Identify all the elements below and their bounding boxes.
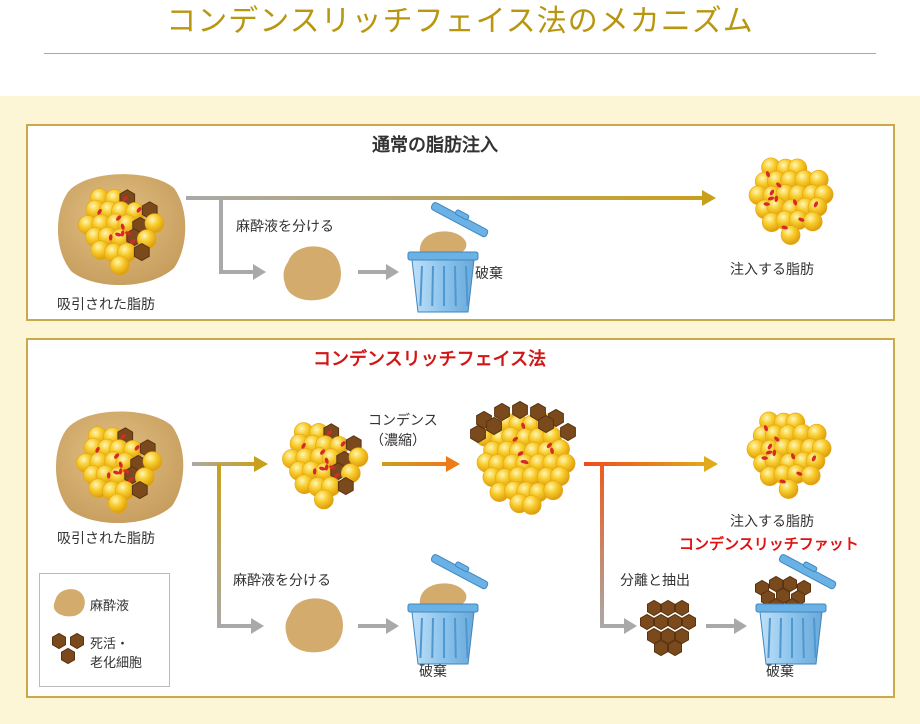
fat-cluster-bottom [76, 426, 163, 514]
flow-arrow-to-injected [584, 456, 718, 472]
title-divider [44, 53, 876, 54]
condense-arrow [382, 456, 460, 472]
fat-cluster-condensed [470, 400, 576, 515]
injected-fat-label-bottom: 注入する脂肪 [730, 514, 814, 530]
aspirated-fat-blob-bottom [55, 411, 184, 524]
branch-arrow-bottom-left [217, 464, 264, 634]
trash-bin-bottom-right [755, 554, 837, 665]
legend-anesthetic-label: 麻酔液 [90, 599, 130, 614]
branch-arrow-top [219, 198, 266, 280]
fat-cluster-injected-top [748, 157, 834, 245]
flow-arrow-main-top [186, 190, 716, 206]
trash-bin-top [407, 202, 489, 313]
discard-label-top: 破棄 [475, 266, 503, 282]
discard-arrow-bottom-right [706, 618, 747, 634]
page-title: コンデンスリッチフェイス法のメカニズム [166, 4, 754, 39]
legend-box [39, 573, 170, 687]
dead-cells-group [640, 599, 696, 657]
separate-extract-label: 分離と抽出 [620, 573, 690, 589]
anesthetic-blob-bottom [285, 598, 343, 653]
injected-fat-label-top: 注入する脂肪 [730, 262, 814, 278]
normal-injection-heading: 通常の脂肪注入 [372, 135, 498, 156]
separate-anesthetic-label-bottom: 麻酔液を分ける [233, 573, 331, 589]
fat-cluster-injected-bottom [746, 411, 832, 499]
condense-rich-fat-label: コンデンスリッチファット [679, 535, 859, 553]
condense-paren-label: （濃縮） [370, 433, 426, 449]
legend-dead-cells-label-1: 死活・ [90, 637, 130, 652]
trash-bin-bottom-left [407, 554, 489, 665]
legend-dead-cells-icon [52, 632, 84, 665]
aspirated-fat-label-bottom: 吸引された脂肪 [57, 531, 155, 547]
discard-arrow-top [358, 264, 399, 280]
aspirated-fat-label-top: 吸引された脂肪 [57, 297, 155, 313]
legend-anesthetic-icon [53, 589, 85, 617]
fat-cluster-top [78, 188, 165, 276]
discard-arrow-bottom-left [358, 618, 399, 634]
aspirated-fat-blob-top [57, 174, 186, 286]
legend-dead-cells-label-2: 老化細胞 [90, 656, 143, 671]
anesthetic-blob-top [283, 246, 341, 301]
discard-label-bottom-right: 破棄 [766, 664, 794, 680]
flow-arrow-to-mid [192, 456, 268, 472]
separate-anesthetic-label-top: 麻酔液を分ける [236, 219, 334, 235]
condense-rich-heading: コンデンスリッチフェイス法 [313, 349, 547, 370]
discard-label-bottom-left: 破棄 [419, 664, 447, 680]
branch-arrow-bottom-right [600, 464, 637, 634]
condense-label: コンデンス [368, 413, 438, 429]
fat-cluster-mid [282, 422, 369, 510]
